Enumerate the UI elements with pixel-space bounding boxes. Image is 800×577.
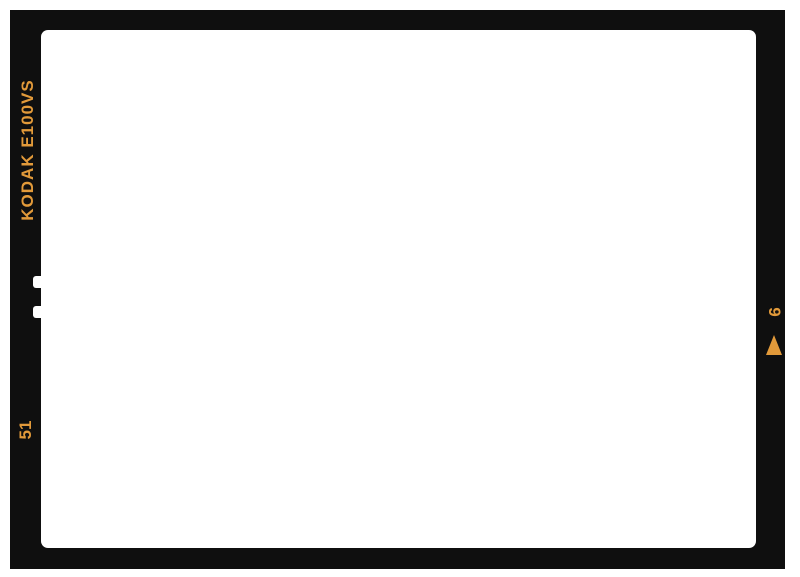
film-window-notch: [33, 276, 47, 288]
frame-number-left: 51: [16, 420, 35, 440]
film-window: [33, 30, 756, 548]
film-frame: KODAK E100VS 51 9: [10, 10, 785, 569]
film-brand-text: KODAK E100VS: [18, 79, 37, 221]
frame-number-right: 9: [765, 307, 784, 317]
film-window-notch: [33, 306, 47, 318]
triangle-arrow-icon: [766, 335, 782, 355]
